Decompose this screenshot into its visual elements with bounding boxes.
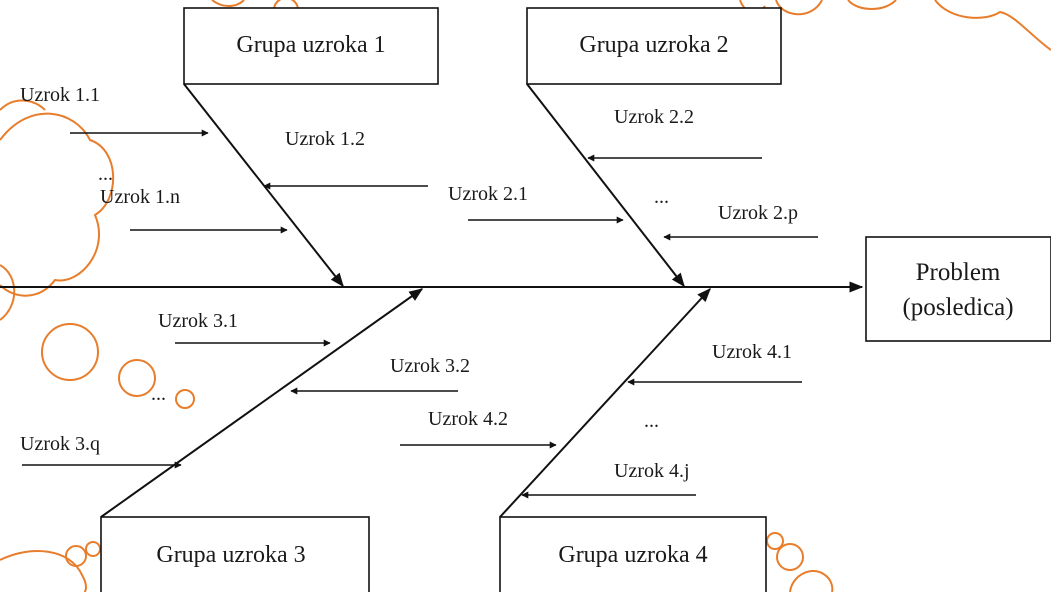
cause-2-p-label: Uzrok 2.p	[718, 202, 798, 224]
cause-4-j-label: Uzrok 4.j	[614, 460, 690, 482]
bubble-bottom-right-small-decoration	[766, 532, 784, 550]
bubble-small-decoration	[175, 389, 195, 409]
bone-group-2	[526, 83, 685, 288]
cause-3-1-label: Uzrok 3.1	[158, 310, 238, 332]
group-1-box	[183, 7, 439, 85]
problem-label-line1: Problem	[916, 259, 1001, 286]
cloud-bottom-left-decoration	[0, 550, 87, 592]
problem-box	[865, 236, 1051, 342]
cause-1-dots: ...	[98, 163, 113, 185]
bubble-top-right-2-decoration	[847, 0, 897, 10]
cause-4-2-label: Uzrok 4.2	[428, 408, 508, 430]
cause-1-2-label: Uzrok 1.2	[285, 128, 365, 150]
group-1-label: Grupa uzroka 1	[236, 32, 385, 58]
bone-group-1	[183, 83, 344, 288]
bubble-top-right-decoration	[775, 0, 823, 16]
group-2-box	[526, 7, 782, 85]
bubble-bottom-right-decoration	[776, 543, 804, 571]
bubble-medium-decoration	[118, 359, 156, 397]
bubble-bottom-right-2-decoration	[789, 570, 834, 592]
cloud-left-bottom-decoration	[0, 264, 16, 321]
bubble-bottom-left-small-decoration	[85, 541, 101, 557]
cloud-left-decoration	[0, 112, 115, 297]
group-4-box	[499, 516, 767, 592]
cause-4-dots: ...	[644, 410, 659, 432]
cause-2-2-label: Uzrok 2.2	[614, 106, 694, 128]
bone-group-3	[100, 288, 424, 518]
cloud-top-right-decoration	[934, 0, 1051, 51]
cause-1-n-label: Uzrok 1.n	[100, 186, 180, 208]
problem-label-line2: (posledica)	[902, 294, 1013, 321]
cause-2-1-label: Uzrok 2.1	[448, 183, 528, 205]
group-3-label: Grupa uzroka 3	[156, 542, 305, 568]
cause-3-dots: ...	[151, 383, 166, 405]
group-4-label: Grupa uzroka 4	[558, 542, 707, 568]
bubble-large-decoration	[41, 323, 99, 381]
cloud-left-top-decoration	[0, 99, 46, 111]
bone-group-4	[499, 287, 711, 518]
group-3-box	[100, 516, 370, 592]
cause-2-dots: ...	[654, 186, 669, 208]
cause-1-1-label: Uzrok 1.1	[20, 84, 100, 106]
cause-3-q-label: Uzrok 3.q	[20, 433, 100, 455]
cause-4-1-label: Uzrok 4.1	[712, 341, 792, 363]
group-2-label: Grupa uzroka 2	[579, 32, 728, 58]
cause-3-2-label: Uzrok 3.2	[390, 355, 470, 377]
bubble-bottom-left-decoration	[65, 545, 87, 567]
bubble-top-left-decoration	[211, 0, 245, 7]
